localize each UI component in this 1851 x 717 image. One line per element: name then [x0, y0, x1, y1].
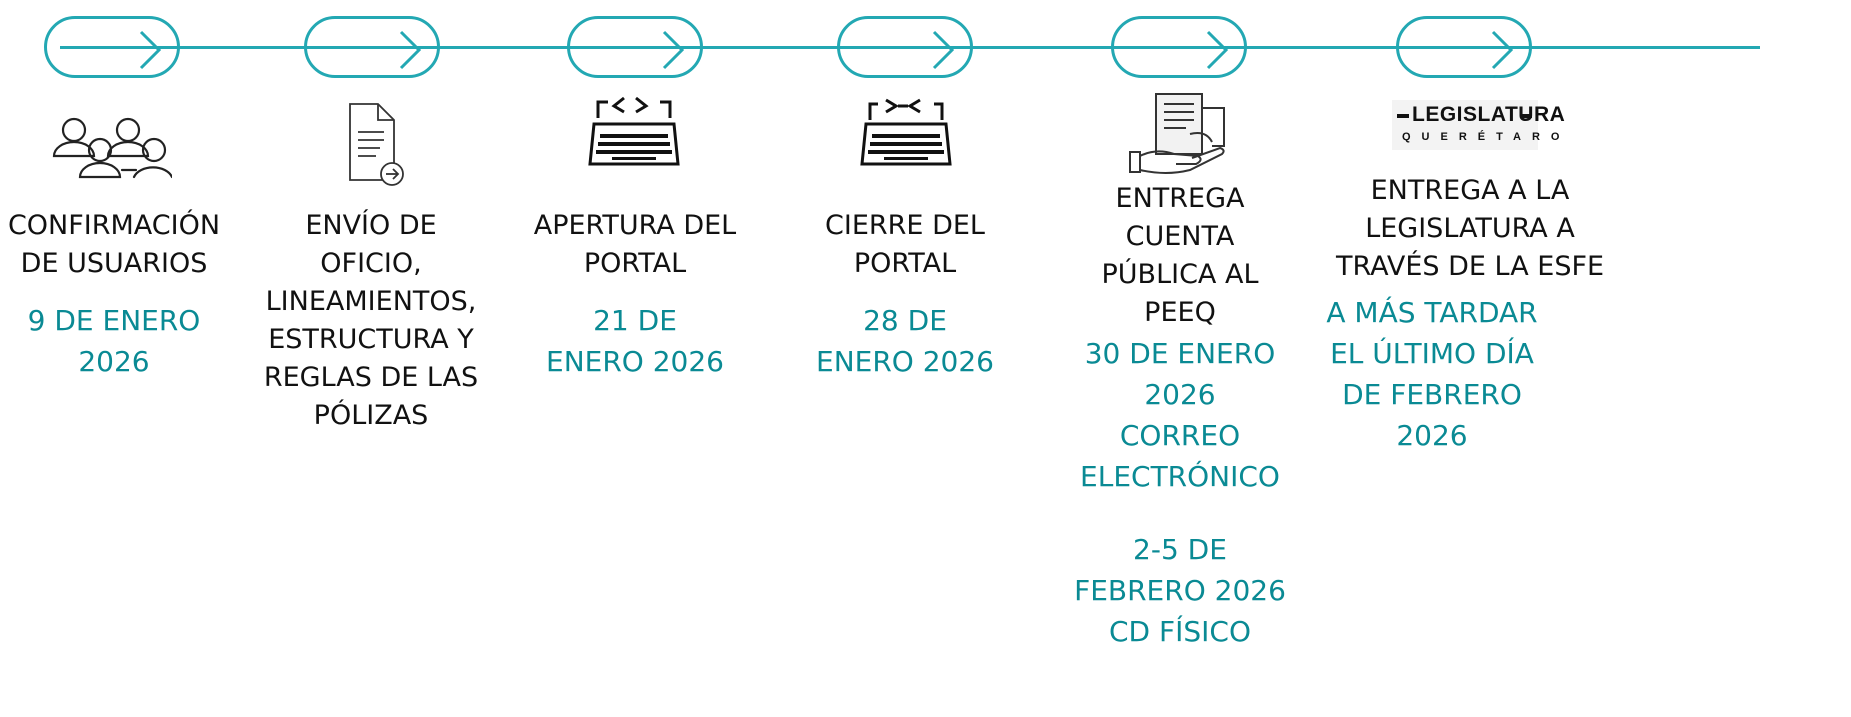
step-5-date-line — [1070, 497, 1290, 529]
laptop-code-icon — [588, 96, 680, 166]
hand-document-icon — [1129, 93, 1225, 174]
step-5-date-line: CD FÍSICO — [1109, 615, 1251, 648]
step-4-label: CIERRE DEL PORTAL — [825, 210, 985, 279]
step-3-date: 21 DE ENERO 2026 — [546, 304, 724, 378]
step-4-date: 28 DE ENERO 2026 — [816, 304, 994, 378]
step-5-date-line: 2-5 DE FEBRERO 2026 — [1074, 533, 1286, 607]
arrow-right-icon — [662, 30, 685, 70]
arrow-right-icon — [1491, 30, 1514, 70]
users-group-icon — [52, 117, 172, 179]
document-send-icon — [349, 103, 404, 186]
timeline-marker-5 — [1111, 16, 1247, 78]
step-6-label: ENTREGA A LA LEGISLATURA A TRAVÉS DE LA … — [1335, 175, 1605, 282]
step-2-label: ENVÍO DE OFICIO, LINEAMIENTOS, ESTRUCTUR… — [263, 210, 479, 431]
arrow-right-icon — [139, 30, 162, 70]
logo-subtitle: QUERÉTARO — [1402, 131, 1571, 143]
step-5-dates: 30 DE ENERO 2026 CORREO ELECTRÓNICO 2-5 … — [1070, 333, 1290, 652]
laptop-close-icon — [860, 98, 952, 166]
step-3-label: APERTURA DEL PORTAL — [533, 210, 737, 279]
arrow-right-icon — [399, 30, 422, 70]
timeline-marker-2 — [304, 16, 440, 78]
logo-title: LEGISLATURA — [1412, 103, 1566, 126]
logo-dash-right — [1520, 114, 1532, 118]
step-1-label: CONFIRMACIÓN DE USUARIOS — [7, 210, 221, 279]
step-5-label: ENTREGA CUENTA PÚBLICA AL PEEQ — [1101, 183, 1259, 328]
legislatura-logo: LEGISLATURA QUERÉTARO — [1392, 100, 1565, 150]
step-5-date-line: 30 DE ENERO 2026 — [1084, 337, 1276, 411]
timeline-marker-1 — [44, 16, 180, 78]
timeline-line — [60, 46, 1760, 49]
arrow-right-icon — [1206, 30, 1229, 70]
step-1-date: 9 DE ENERO 2026 — [27, 304, 201, 378]
step-5-date-line: CORREO ELECTRÓNICO — [1080, 419, 1280, 493]
step-6-date: A MÁS TARDAR EL ÚLTIMO DÍA DE FEBRERO 20… — [1326, 296, 1538, 452]
timeline-marker-4 — [837, 16, 973, 78]
timeline-marker-6 — [1396, 16, 1532, 78]
arrow-right-icon — [932, 30, 955, 70]
timeline-marker-3 — [567, 16, 703, 78]
logo-dash-left — [1397, 114, 1409, 118]
